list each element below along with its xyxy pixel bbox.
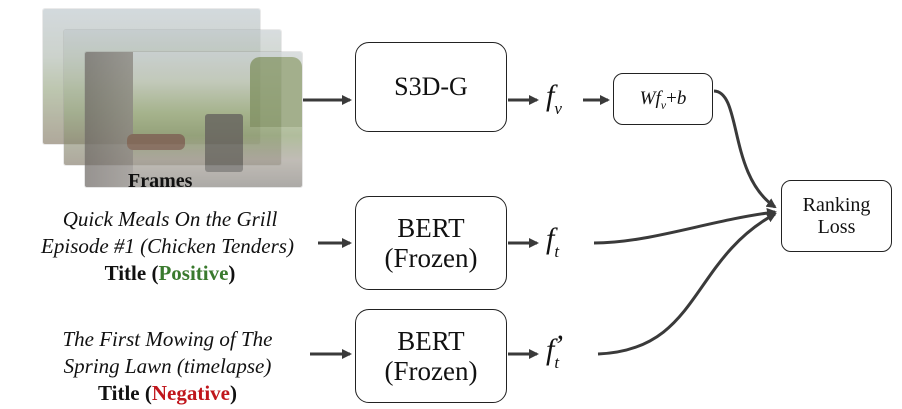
chair-silhouette [205, 114, 243, 172]
ft-subscript: t [554, 242, 560, 261]
linear-projection-box: Wfv+b [613, 73, 713, 125]
curve-ftprime-to-ranking [597, 212, 777, 356]
fv-subscript: v [554, 99, 562, 118]
negative-title-line1: The First Mowing of The [62, 327, 273, 351]
bert-negative-box: BERT (Frozen) [355, 309, 507, 403]
negative-title-tag: Title (Negative) [30, 381, 305, 406]
grill-tray [127, 134, 185, 150]
linear-projection-label: Wfv+b [639, 88, 687, 113]
s3d-g-box: S3D-G [355, 42, 507, 132]
ft-symbol: ft [546, 222, 560, 261]
s3d-g-label: S3D-G [394, 72, 468, 102]
ranking-loss-box: Ranking Loss [781, 180, 892, 252]
bert-positive-line2: (Frozen) [384, 243, 478, 273]
frames-label: Frames [128, 170, 193, 192]
positive-title-tag: Title (Positive) [40, 261, 300, 286]
bushes [250, 57, 302, 127]
video-frame-front [85, 52, 302, 187]
negative-tag-prefix: Title ( [98, 381, 152, 405]
ft-prime-subscript: t [554, 353, 560, 372]
positive-tag-prefix: Title ( [104, 261, 159, 285]
bert-positive-line1: BERT [397, 212, 465, 243]
ft-prime-mark: ’ [553, 329, 564, 362]
positive-title-line1: Quick Meals On the Grill [62, 207, 278, 231]
positive-tag-suffix: ) [228, 261, 236, 285]
ranking-loss-line2: Loss [817, 216, 856, 238]
negative-tag-suffix: ) [230, 381, 237, 405]
positive-title-line2: Episode #1 (Chicken Tenders) [41, 234, 294, 258]
negative-tag-word: Negative [151, 381, 230, 405]
positive-tag-word: Positive [158, 261, 229, 285]
negative-title-line2: Spring Lawn (timelapse) [63, 354, 272, 378]
ft-prime-symbol: ft’ [546, 329, 564, 372]
bert-negative-line1: BERT [397, 325, 465, 356]
ranking-loss-line1: Ranking [802, 193, 871, 216]
person-silhouette [85, 52, 133, 187]
curve-ft-to-ranking [593, 208, 777, 245]
bert-negative-line2: (Frozen) [384, 356, 478, 386]
bert-positive-box: BERT (Frozen) [355, 196, 507, 290]
fv-symbol: fv [546, 79, 562, 118]
curve-linear-to-ranking [713, 89, 777, 209]
